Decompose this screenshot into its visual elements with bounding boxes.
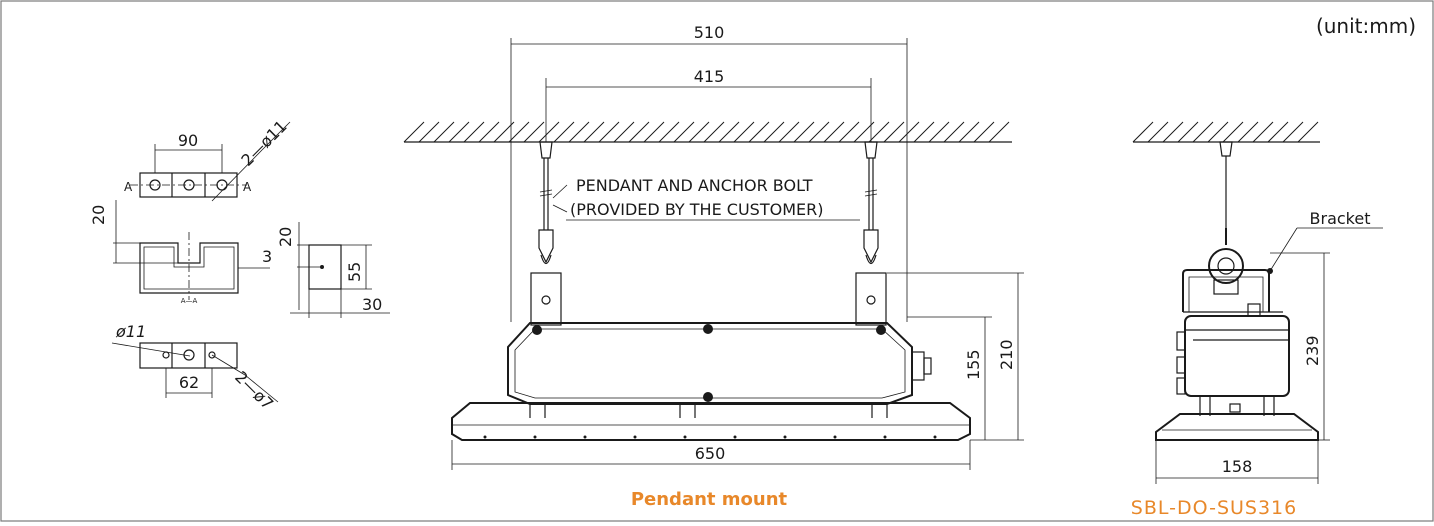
bracket-detail: 90 2—ø11 A A A—A 20 3 20 55 30 (89, 117, 390, 413)
hatch-line (448, 121, 470, 143)
hatch-line (718, 121, 740, 143)
dim-height-body: 155 (964, 349, 983, 380)
dim-top-width: 90 (178, 131, 198, 150)
side-bracket (1182, 269, 1270, 312)
hatch-line (883, 121, 905, 143)
hatch-line (793, 121, 815, 143)
dim-hole-bottom: 2—ø7 (231, 367, 277, 413)
dim-base-width: 650 (695, 444, 726, 463)
dim-side-55: 55 (345, 262, 364, 282)
dim-side-30: 30 (362, 295, 382, 314)
luminaire-body (507, 322, 913, 405)
hatch-line (688, 121, 710, 143)
hatch-line (703, 121, 725, 143)
hatch-line (898, 121, 920, 143)
base-screw (733, 435, 737, 439)
hatch-line (658, 121, 680, 143)
hatch-line (673, 121, 695, 143)
side-base (1155, 413, 1319, 441)
hatch-line (1282, 121, 1304, 143)
hatch-line (463, 121, 485, 143)
hatch-line (778, 121, 800, 143)
pendant-note-line2: (PROVIDED BY THE CUSTOMER) (570, 200, 823, 219)
base-screw (483, 435, 487, 439)
hatch-line (403, 121, 425, 143)
base-screw (633, 435, 637, 439)
hatch-line (748, 121, 770, 143)
hatch-line (1237, 121, 1259, 143)
hatch-line (433, 121, 455, 143)
hatch-line (553, 121, 575, 143)
bracket-section-view (139, 242, 239, 294)
hatch-line (733, 121, 755, 143)
hatch-line (958, 121, 980, 143)
dim-overall-width: 510 (694, 23, 725, 42)
hatch-line (973, 121, 995, 143)
hatch-line (823, 121, 845, 143)
label-bracket: Bracket (1310, 209, 1371, 228)
hatch-line (913, 121, 935, 143)
hatch-line (583, 121, 605, 143)
bracket-bottom-view (139, 342, 238, 369)
hatch-line (1222, 121, 1244, 143)
hatch-line (1132, 121, 1154, 143)
hatch-line (628, 121, 650, 143)
hatch-line (1297, 121, 1319, 143)
base-screw (583, 435, 587, 439)
hatch-line (1252, 121, 1274, 143)
hatch-line (868, 121, 890, 143)
base-screw (533, 435, 537, 439)
section-a-right: A (243, 180, 252, 194)
hatch-line (763, 121, 785, 143)
hatch-line (943, 121, 965, 143)
hatch-line (523, 121, 545, 143)
hatch-line (1177, 121, 1199, 143)
hatch-line (838, 121, 860, 143)
dim-side-20: 20 (276, 227, 295, 247)
caption-mount: Pendant mount (631, 489, 788, 510)
dim-thickness: 3 (262, 247, 272, 266)
dim-side-base: 158 (1222, 457, 1253, 476)
side-view: Bracket 239 158 SBL-DO-SUS316 (1131, 121, 1383, 519)
side-housing (1184, 315, 1290, 397)
base-screw (683, 435, 687, 439)
dim-bottom-width: 62 (179, 373, 199, 392)
section-a-left: A (124, 180, 133, 194)
dim-hole-center: ø11 (115, 322, 146, 341)
front-view: 510 415 PENDANT AND ANCHOR BOLT (PROVIDE… (403, 23, 1024, 510)
hatch-line (1207, 121, 1229, 143)
dim-height-total: 210 (997, 339, 1016, 370)
hatch-line (538, 121, 560, 143)
unit-label: (unit:mm) (1316, 14, 1416, 38)
hatch-line (613, 121, 635, 143)
hatch-line (1147, 121, 1169, 143)
hatch-line (1162, 121, 1184, 143)
base-screw (833, 435, 837, 439)
hatch-line (598, 121, 620, 143)
dim-hole-top: 2—ø11 (237, 117, 290, 170)
hatch-line (643, 121, 665, 143)
luminaire-base (451, 402, 971, 441)
section-label: A—A (181, 297, 198, 305)
base-screw (883, 435, 887, 439)
hatch-line (418, 121, 440, 143)
base-screw (783, 435, 787, 439)
hatch-line (508, 121, 530, 143)
hatch-line (1192, 121, 1214, 143)
dim-side-height: 239 (1303, 335, 1322, 366)
caption-model: SBL-DO-SUS316 (1131, 497, 1297, 519)
hatch-line (478, 121, 500, 143)
hatch-line (1267, 121, 1289, 143)
hatch-line (928, 121, 950, 143)
dim-pendant-spacing: 415 (694, 67, 725, 86)
base-screw (933, 435, 937, 439)
pendant-note-line1: PENDANT AND ANCHOR BOLT (576, 176, 813, 195)
hatch-line (568, 121, 590, 143)
hatch-line (808, 121, 830, 143)
hatch-line (988, 121, 1010, 143)
dim-height-20: 20 (89, 205, 108, 225)
